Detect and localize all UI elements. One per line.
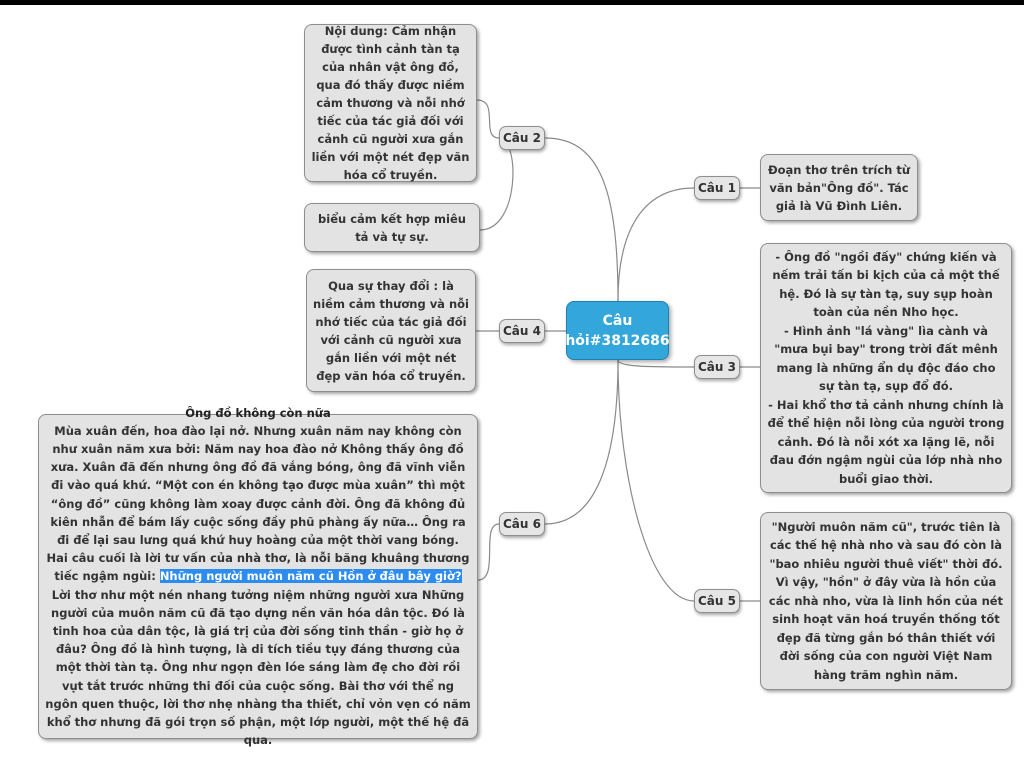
cau1-content-box: Đoạn thơ trên trích từ văn bản"Ông đồ". … <box>760 154 918 221</box>
cau3-paragraph-3: - Hai khổ thơ tả cảnh nhưng chính là để … <box>767 397 1005 486</box>
cau2-content-box: Nội dung: Cảm nhận được tình cảnh tàn tạ… <box>304 24 477 182</box>
cau5-content-text: "Người muôn năm cũ", trước tiên là các t… <box>768 519 1004 682</box>
link-center-cau3 <box>617 359 695 368</box>
node-cau-4[interactable]: Câu 4 <box>499 319 545 343</box>
cau2-genre-text: biểu cảm kết hợp miêu tả và tự sự. <box>318 211 466 244</box>
node-cau-3[interactable]: Câu 3 <box>694 355 740 379</box>
link-center-cau6 <box>544 359 619 525</box>
cau3-paragraph-2: - Hình ảnh "lá vàng" lìa cành và "mưa bụ… <box>774 323 998 394</box>
cau6-title: Ông đồ không còn nữa <box>185 405 331 420</box>
cau3-paragraph-1: - Ông đồ "ngồi đấy" chứng kiến và nếm tr… <box>772 249 1000 320</box>
cau1-content-text: Đoạn thơ trên trích từ văn bản"Ông đồ". … <box>767 162 911 213</box>
link-cau2-box2 <box>479 137 514 231</box>
link-cau6-box <box>477 523 500 581</box>
cau5-content-box: "Người muôn năm cũ", trước tiên là các t… <box>760 512 1012 690</box>
link-cau2-box1 <box>476 99 500 139</box>
node-cau-1[interactable]: Câu 1 <box>694 176 740 200</box>
node-cau-2[interactable]: Câu 2 <box>499 126 545 150</box>
cau4-content-box: Qua sự thay đổi : là niềm cảm thương và … <box>306 269 476 392</box>
cau6-content-box: Ông đồ không còn nữa Mùa xuân đến, hoa đ… <box>38 406 478 747</box>
node-cau-6[interactable]: Câu 6 <box>499 512 545 536</box>
cau4-content-text: Qua sự thay đổi : là niềm cảm thương và … <box>313 278 469 383</box>
central-topic[interactable]: Câu hỏi#3812686 <box>565 301 670 360</box>
node-cau-5[interactable]: Câu 5 <box>694 589 740 613</box>
cau6-selected-text[interactable]: Những người muôn năm cũ Hồn ở đâu bây gi… <box>159 569 462 584</box>
cau6-body-part-2: Lời thơ như một nén nhang tưởng niệm nhữ… <box>45 587 471 748</box>
cau2-content-text: Nội dung: Cảm nhận được tình cảnh tàn tạ… <box>311 24 470 182</box>
cau6-body-part-1: Mùa xuân đến, hoa đào lại nở. Nhưng xuân… <box>46 423 470 584</box>
top-edge-bar <box>0 0 1024 5</box>
link-center-cau5 <box>617 359 695 602</box>
cau2-genre-box: biểu cảm kết hợp miêu tả và tự sự. <box>304 203 480 252</box>
link-center-cau2 <box>544 137 619 302</box>
cau6-body: Mùa xuân đến, hoa đào lại nở. Nhưng xuân… <box>45 422 471 750</box>
cau3-content-box: - Ông đồ "ngồi đấy" chứng kiến và nếm tr… <box>760 243 1012 493</box>
link-center-cau1 <box>617 187 695 302</box>
